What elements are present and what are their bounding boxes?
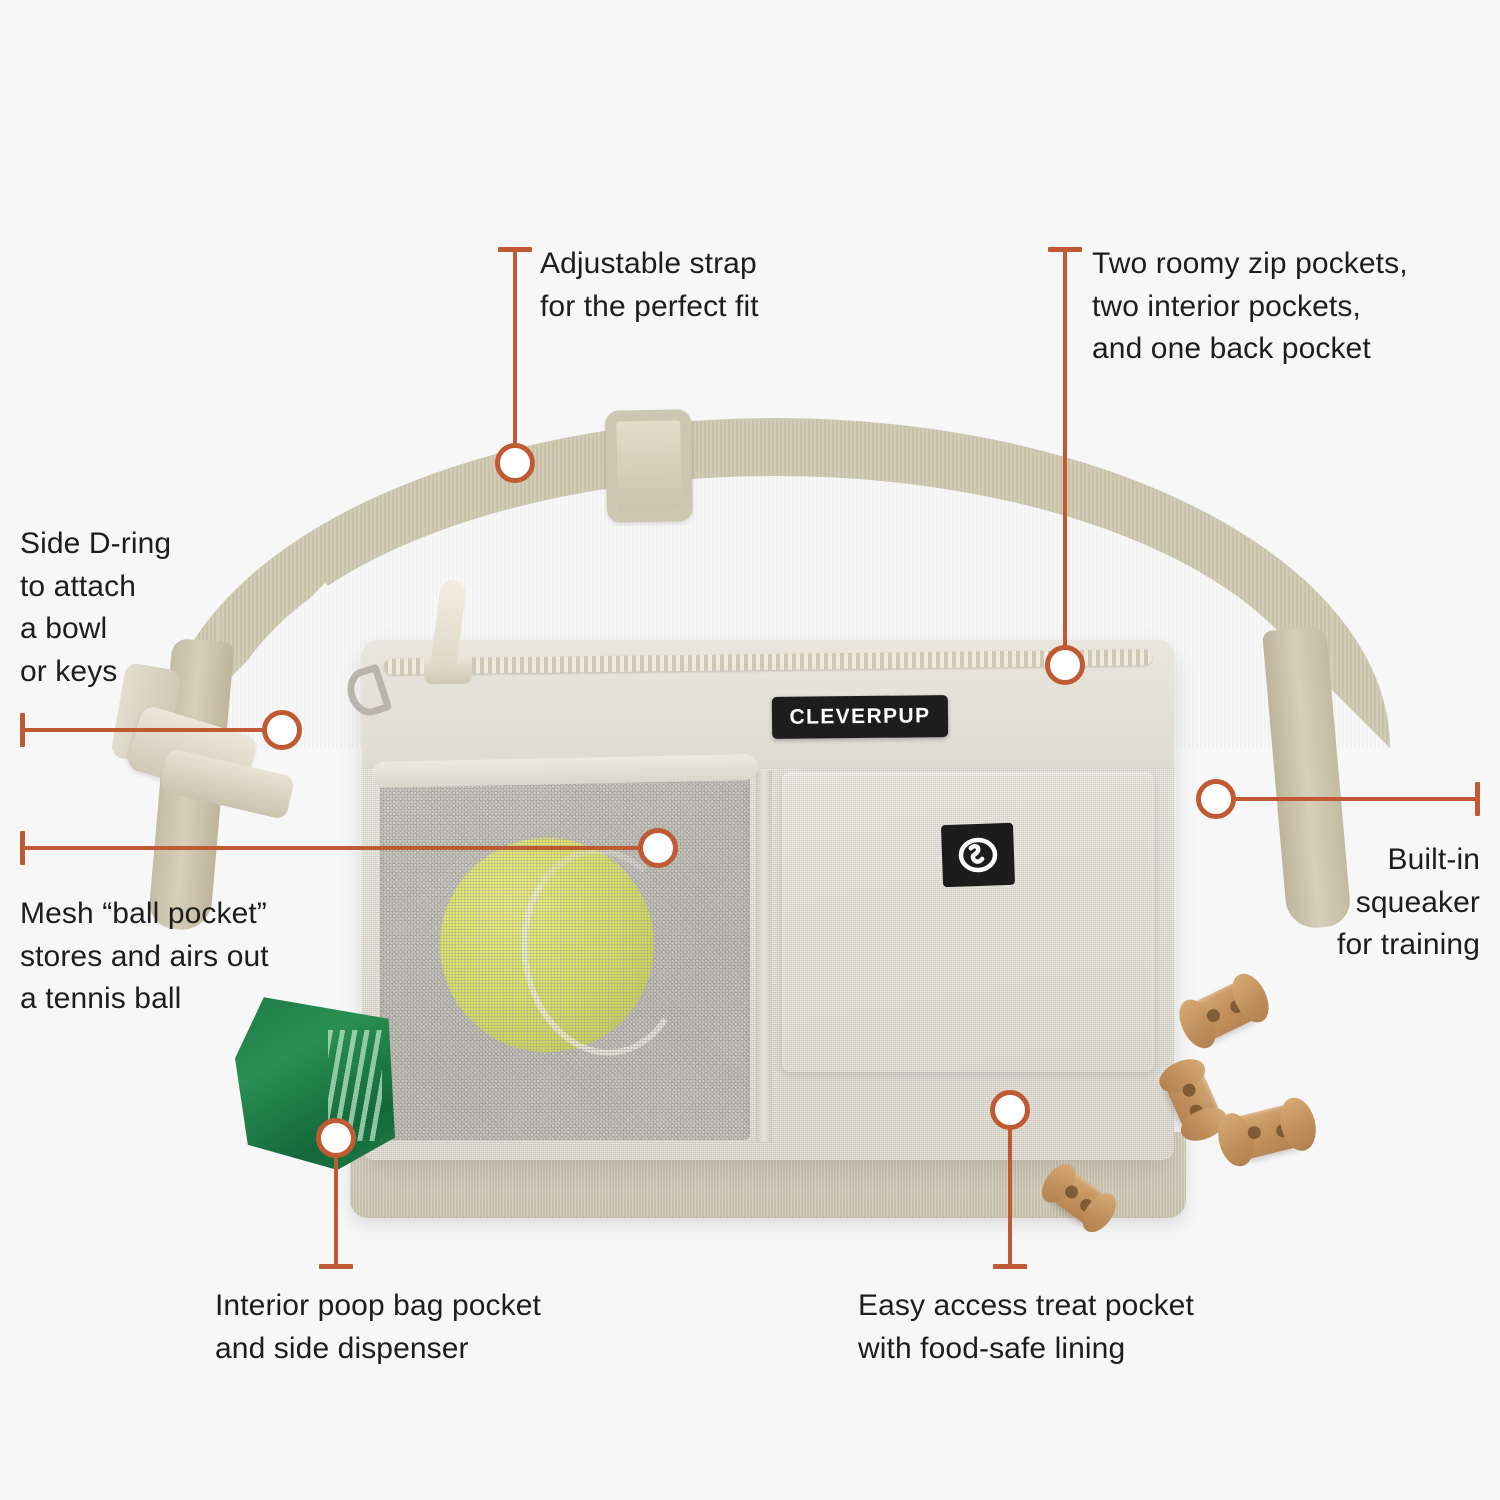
leader-cap-zip-pockets: [1048, 247, 1082, 252]
leader-line-poop-bag-pocket: [334, 1156, 338, 1266]
callout-poop-bag-pocket: Interior poop bag pocket and side dispen…: [215, 1289, 541, 1365]
callout-dot-poop-bag-pocket[interactable]: [316, 1118, 356, 1158]
callout-dot-adjustable-strap[interactable]: [495, 443, 535, 483]
callout-mesh-ball-pocket: Mesh “ball pocket” stores and airs out a…: [20, 897, 269, 1016]
callout-dot-built-in-squeaker[interactable]: [1196, 779, 1236, 819]
callout-dot-mesh-ball-pocket[interactable]: [638, 828, 678, 868]
dog-treat: [1184, 977, 1264, 1045]
callout-dot-treat-pocket[interactable]: [990, 1090, 1030, 1130]
mesh-overlay: [380, 768, 750, 1140]
leader-line-adjustable-strap: [513, 250, 517, 460]
callout-dot-side-d-ring[interactable]: [262, 710, 302, 750]
leader-line-treat-pocket: [1008, 1128, 1012, 1266]
dog-treat: [1225, 1101, 1309, 1163]
poop-bag: [235, 997, 395, 1170]
callout-side-d-ring: Side D-ring to attach a bowl or keys: [20, 527, 172, 688]
leader-cap-adjustable-strap: [498, 247, 532, 252]
leader-line-side-d-ring: [22, 728, 274, 732]
leader-cap-poop-bag-pocket: [319, 1264, 353, 1269]
logo-patch: [940, 822, 1016, 888]
treat-pocket-texture: [782, 772, 1154, 1072]
callout-adjustable-strap: Adjustable strap for the perfect fit: [540, 247, 759, 323]
product-photo: CLEVERPUP: [100, 390, 1420, 1240]
leader-cap-built-in-squeaker: [1475, 782, 1480, 816]
callout-zip-pockets: Two roomy zip pockets, two interior pock…: [1092, 247, 1408, 366]
bag-main-body: CLEVERPUP: [341, 578, 1174, 1160]
brand-label-patch: CLEVERPUP: [771, 695, 949, 739]
leader-line-mesh-ball-pocket: [22, 846, 648, 850]
leader-line-built-in-squeaker: [1232, 797, 1480, 801]
callout-dot-zip-pockets[interactable]: [1045, 645, 1085, 685]
callout-built-in-squeaker: Built-in squeaker for training: [1337, 843, 1480, 962]
tennis-ball: [440, 838, 654, 1052]
mesh-ball-pocket: [380, 768, 750, 1140]
brand-label-text: CLEVERPUP: [789, 704, 931, 729]
strap-adjuster-buckle: [605, 409, 693, 523]
callout-treat-pocket: Easy access treat pocket with food-safe …: [858, 1289, 1194, 1365]
treat-pocket: [782, 772, 1154, 1072]
pocket-divider-seam: [756, 770, 772, 1142]
leader-cap-treat-pocket: [993, 1264, 1027, 1269]
leader-line-zip-pockets: [1063, 250, 1067, 662]
